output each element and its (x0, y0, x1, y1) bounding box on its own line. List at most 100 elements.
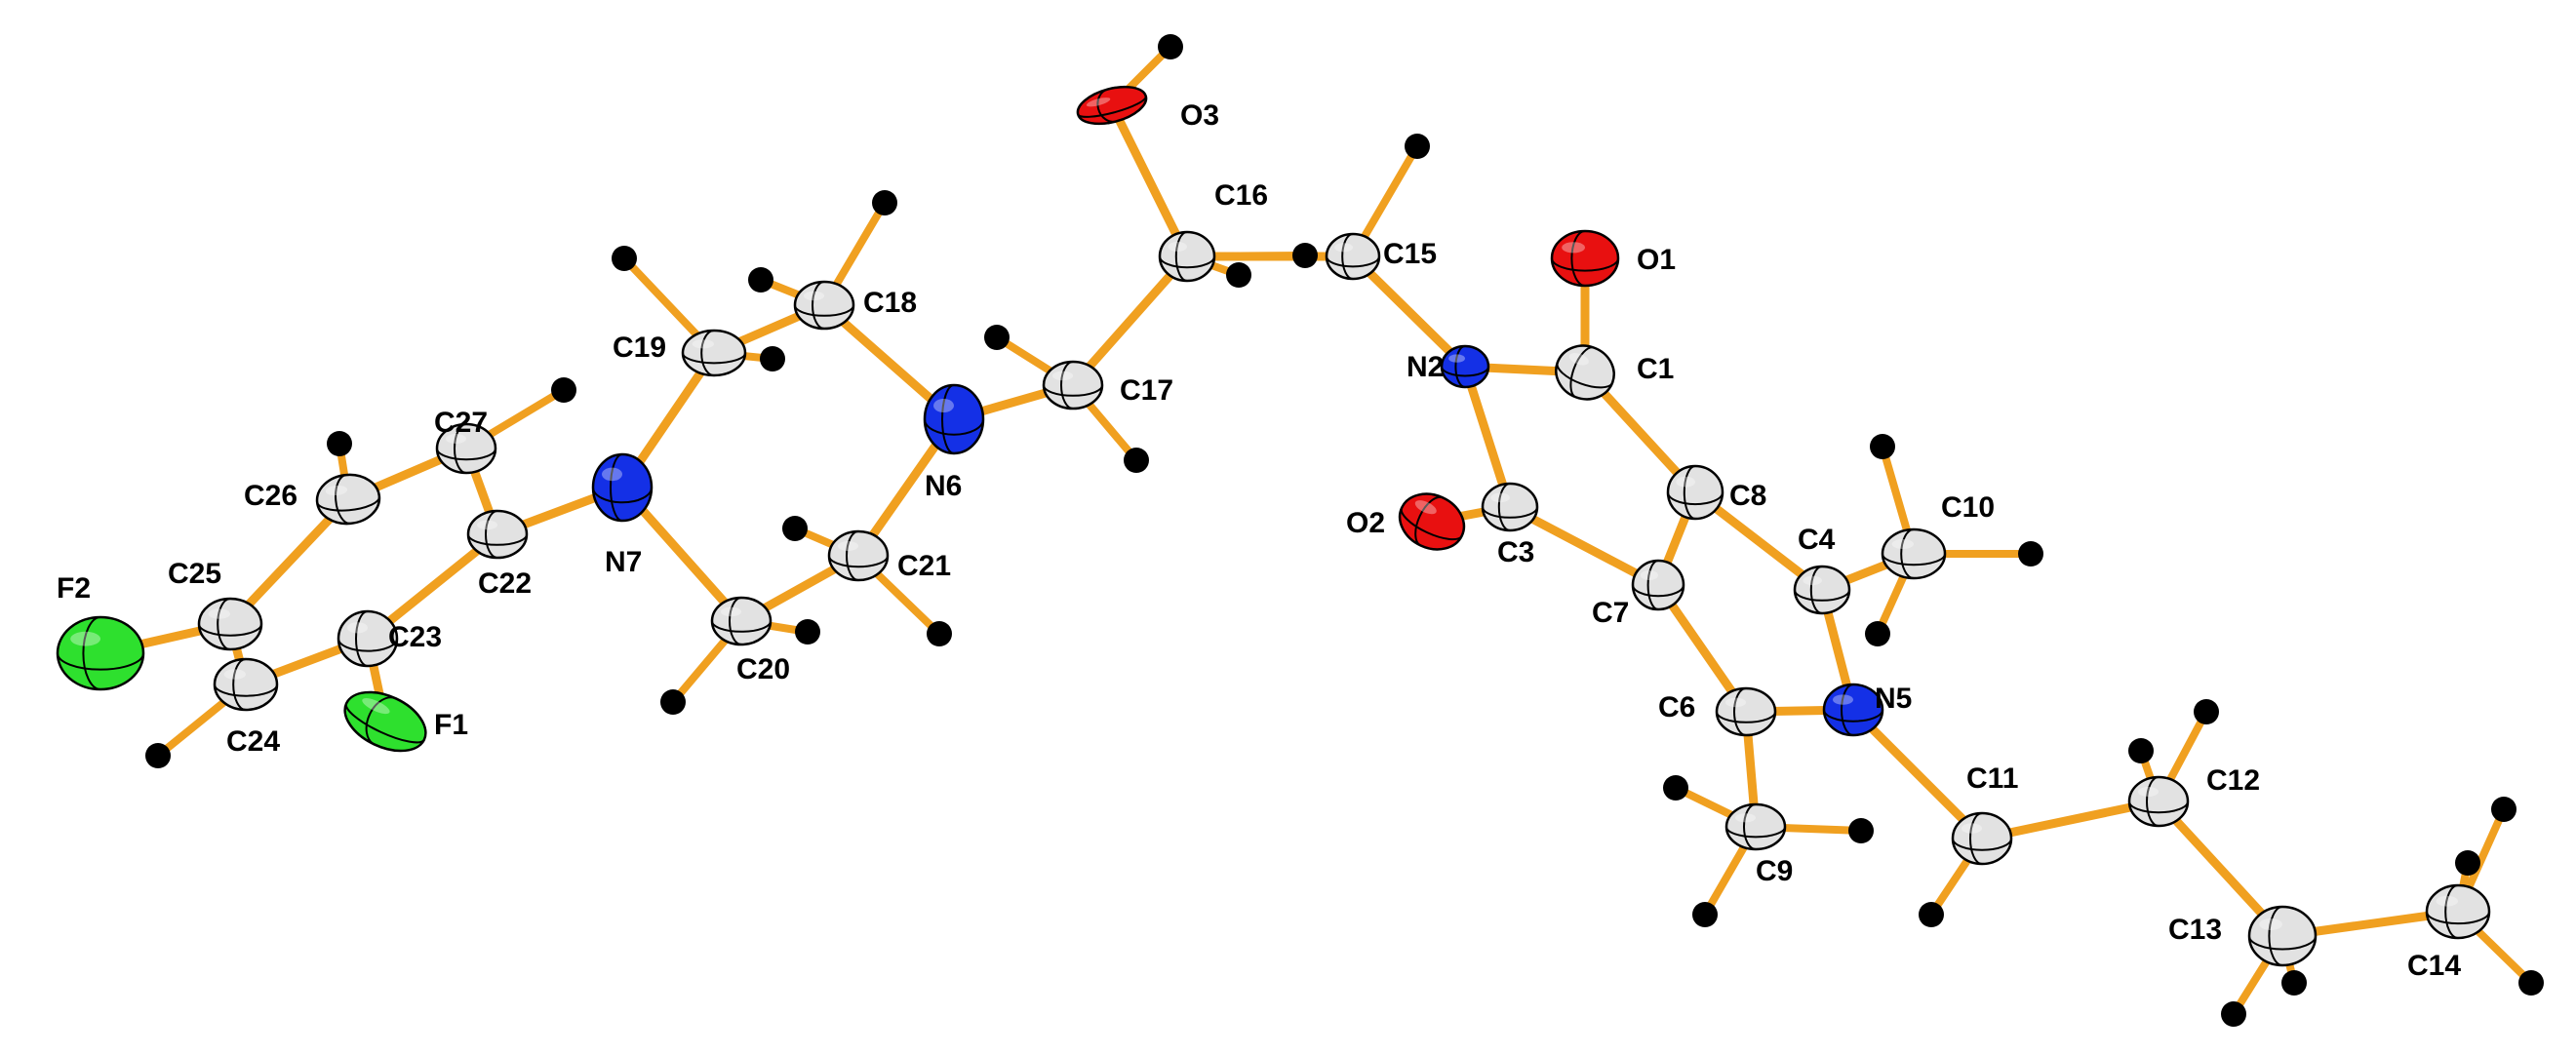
hydrogen-atom (2221, 1001, 2246, 1027)
atom-label-n2: N2 (1407, 351, 1444, 383)
hydrogens-layer (145, 34, 2544, 1027)
atom-c15 (1325, 232, 1381, 281)
hydrogen-atom (748, 267, 773, 293)
atom-c10 (1881, 528, 1947, 580)
bond-c16-c17 (1068, 252, 1192, 390)
atom-c26 (315, 473, 381, 526)
bonds-layer (96, 43, 2535, 1018)
hydrogen-atom (760, 346, 785, 371)
atom-label-n6: N6 (925, 470, 962, 502)
atom-label-c23: C23 (388, 621, 442, 653)
atom-o2 (1398, 492, 1466, 551)
hydrogen-atom (327, 431, 352, 456)
atom-c6 (1715, 686, 1777, 737)
hydrogen-atom (2455, 850, 2480, 876)
hydrogen-atom (551, 377, 576, 403)
hydrogen-atom (872, 190, 897, 215)
bond-o3-c16 (1107, 100, 1192, 261)
atom-c16 (1158, 230, 1216, 283)
atom-n5 (1822, 683, 1884, 737)
atom-label-c17: C17 (1120, 374, 1173, 407)
atom-label-c6: C6 (1658, 691, 1695, 723)
hydrogen-atom (1405, 134, 1430, 159)
atom-c20 (710, 596, 773, 646)
atom-label-o3: O3 (1180, 99, 1219, 132)
atom-label-c7: C7 (1592, 597, 1629, 629)
atom-n6 (923, 383, 985, 455)
atom-c25 (197, 597, 263, 651)
atom-c11 (1951, 811, 2013, 866)
atom-label-c25: C25 (168, 558, 221, 590)
atom-label-c1: C1 (1637, 353, 1674, 385)
atom-label-o2: O2 (1346, 507, 1385, 539)
atom-label-f2: F2 (57, 572, 91, 605)
hydrogen-atom (927, 621, 952, 646)
atom-c13 (2247, 905, 2318, 967)
atom-o3 (1076, 85, 1148, 126)
hydrogen-atom (2128, 738, 2154, 763)
hydrogen-atom (1870, 434, 1895, 459)
atom-c23 (337, 609, 399, 668)
atom-label-c22: C22 (478, 567, 532, 600)
atom-label-c13: C13 (2168, 914, 2222, 946)
hydrogen-atom (1865, 621, 1890, 646)
atom-f1 (343, 690, 427, 753)
atom-label-c8: C8 (1729, 480, 1766, 512)
bond-c3-c7 (1505, 502, 1663, 590)
atom-label-c27: C27 (434, 407, 488, 439)
hydrogen-atom (2518, 970, 2544, 996)
atom-c4 (1793, 565, 1851, 615)
atom-c12 (2127, 775, 2190, 828)
atom-c19 (681, 329, 747, 377)
atom-label-c24: C24 (226, 725, 280, 758)
atom-c27 (435, 422, 497, 475)
atom-label-n5: N5 (1875, 683, 1912, 715)
hydrogen-atom (2194, 699, 2219, 724)
atom-label-c20: C20 (736, 653, 790, 685)
hydrogen-atom (1848, 818, 1874, 843)
atom-n2 (1440, 344, 1490, 389)
atoms-layer (56, 85, 2491, 967)
hydrogen-atom (1124, 448, 1149, 473)
atom-c21 (827, 529, 890, 582)
hydrogen-atom (1292, 243, 1318, 268)
atom-label-c3: C3 (1497, 536, 1534, 568)
atom-label-c9: C9 (1756, 855, 1793, 887)
hydrogen-atom (795, 619, 820, 645)
atom-f2 (56, 615, 145, 691)
atom-c14 (2425, 883, 2491, 940)
atom-c3 (1481, 482, 1539, 532)
hydrogen-atom (612, 246, 637, 271)
hydrogen-atom (1919, 902, 1944, 927)
hydrogen-atom (2018, 541, 2043, 567)
atom-c9 (1724, 802, 1787, 851)
atom-n7 (591, 452, 654, 523)
atom-label-c18: C18 (863, 287, 917, 319)
atom-label-c26: C26 (244, 480, 297, 512)
atom-label-c11: C11 (1966, 762, 2018, 795)
hydrogen-atom (1692, 902, 1718, 927)
atom-c24 (213, 657, 279, 712)
atom-label-c15: C15 (1383, 238, 1437, 270)
hydrogen-atom (782, 516, 808, 541)
bond-c15-n2 (1348, 252, 1470, 371)
atom-c8 (1666, 464, 1724, 521)
atom-o1 (1550, 229, 1620, 288)
atom-c18 (793, 280, 855, 331)
hydrogen-atom (660, 689, 686, 715)
hydrogen-atom (2491, 797, 2517, 822)
atom-label-n7: N7 (605, 546, 642, 578)
hydrogen-atom (984, 325, 1010, 350)
hydrogen-atom (1158, 34, 1183, 59)
atom-c17 (1042, 360, 1104, 410)
atom-c7 (1631, 559, 1685, 611)
hydrogen-atom (1226, 262, 1251, 288)
atom-label-c16: C16 (1214, 179, 1268, 212)
bond-n5-c11 (1848, 705, 1987, 843)
atom-label-c10: C10 (1941, 491, 1995, 524)
atom-label-c12: C12 (2206, 764, 2260, 797)
atom-label-c4: C4 (1798, 524, 1836, 556)
atom-c1 (1555, 344, 1615, 401)
